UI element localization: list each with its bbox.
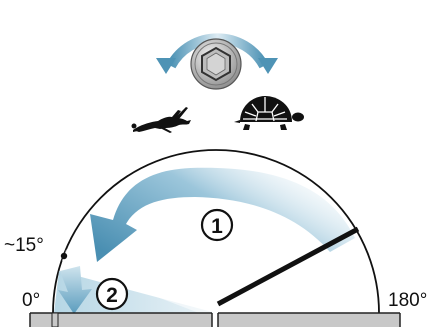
angle-label-180: 180° <box>388 290 427 311</box>
tortoise-icon <box>234 96 304 130</box>
door-frame <box>29 312 401 327</box>
door-leaf <box>216 226 360 307</box>
swing-range-arc <box>52 149 380 314</box>
angle-label-0: 0° <box>22 290 40 311</box>
phase-two-label: 2 <box>106 284 118 307</box>
angle-marker-15 <box>60 252 68 260</box>
rotation-arrow-icon <box>156 33 278 74</box>
angle-label-15: ~15° <box>4 235 44 256</box>
phase-two-badge: 2 <box>95 277 129 311</box>
closing-speed-arrow <box>90 167 355 262</box>
rotate-right-arrow-icon <box>258 58 278 74</box>
latching-speed-arrow <box>58 266 92 314</box>
rotate-left-arrow-icon <box>156 58 176 74</box>
hex-screw-icon <box>190 38 242 90</box>
phase-one-badge: 1 <box>200 208 234 242</box>
phase-one-label: 1 <box>211 215 223 238</box>
hare-icon <box>131 107 191 133</box>
latching-boundary-line <box>61 249 219 319</box>
